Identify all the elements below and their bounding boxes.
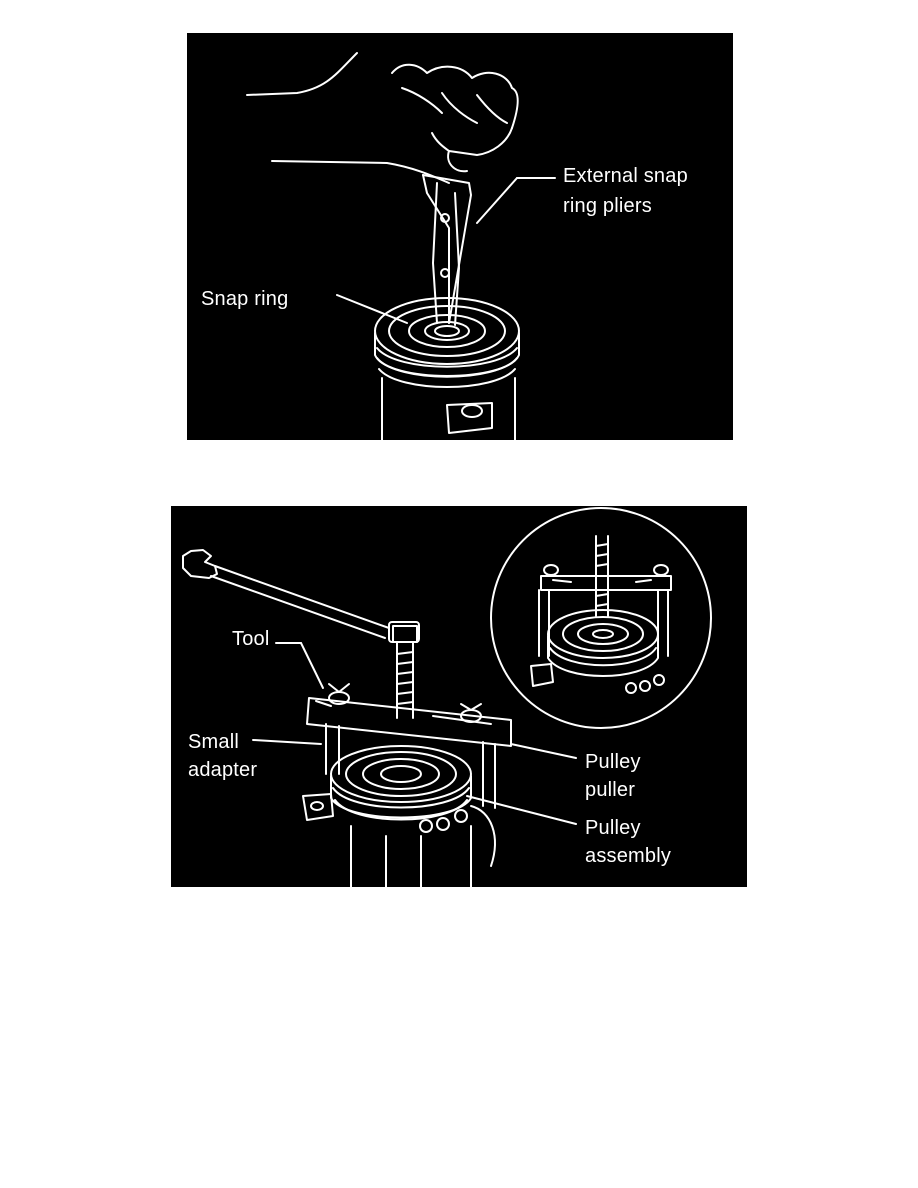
label-ring-pliers: ring pliers <box>563 195 652 217</box>
pliers-leader-line-angle <box>476 177 518 224</box>
label-pulley-puller-1: Pulley <box>585 751 641 773</box>
pulley-illustration <box>302 745 496 887</box>
pulley-puller-figure: Tool Small adapter Pulley puller Pulley … <box>171 506 747 887</box>
wrench-illustration <box>182 549 420 643</box>
tool-leader-line-angle <box>300 642 324 689</box>
label-pulley-assembly-2: assembly <box>585 845 672 867</box>
snap-ring-removal-figure: External snap ring pliers Snap ring <box>187 33 733 440</box>
label-small: Small <box>188 731 240 753</box>
puller-leader-line <box>510 743 577 759</box>
pulley-puller-drawing <box>182 507 712 887</box>
snap-ring-pliers-illustration <box>422 174 472 326</box>
snap-ring-leader-line <box>336 294 408 324</box>
forcing-screw-illustration <box>392 625 418 719</box>
hand-illustration <box>246 52 519 184</box>
puller-bar-illustration <box>306 683 512 809</box>
inset-detail-illustration <box>490 507 712 729</box>
label-tool: Tool <box>232 628 270 650</box>
adapter-leader-line <box>252 739 322 745</box>
label-pulley-puller-2: puller <box>585 779 636 801</box>
label-snap-ring: Snap ring <box>201 288 289 310</box>
label-pulley-assembly-1: Pulley <box>585 817 641 839</box>
pulley-illustration <box>374 297 520 440</box>
snap-ring-removal-drawing <box>246 52 556 440</box>
label-adapter: adapter <box>188 759 258 781</box>
assembly-leader-line <box>466 795 577 825</box>
label-external-snap: External snap <box>563 165 688 187</box>
